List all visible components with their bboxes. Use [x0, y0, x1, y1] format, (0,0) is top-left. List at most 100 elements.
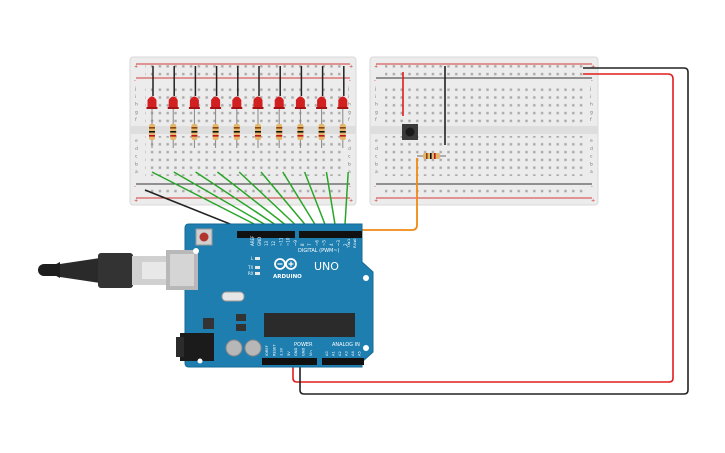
- power-pin-label: IOREF: [265, 345, 269, 356]
- model-label: UNO: [314, 260, 339, 273]
- atmega-chip: [264, 313, 355, 337]
- analog-pin-label: A0: [325, 351, 329, 356]
- button-input-wire: [352, 158, 418, 231]
- row-label: e: [135, 139, 138, 144]
- usb-cable: [38, 253, 166, 288]
- signal-wires: [151, 171, 349, 229]
- digital-header-right: [299, 231, 362, 238]
- led-l-label: L: [251, 256, 254, 261]
- aref-label: AREF: [250, 235, 255, 246]
- row-label: f: [590, 117, 592, 123]
- rail-sign: -: [374, 184, 376, 190]
- row-label: g: [375, 110, 378, 115]
- row-label: g: [348, 110, 351, 115]
- row-label: b: [135, 161, 138, 167]
- led: [337, 96, 349, 109]
- rail-sign: +: [134, 198, 138, 204]
- led: [167, 96, 179, 109]
- signal-wire: [282, 171, 318, 229]
- rail-sign: +: [374, 64, 378, 70]
- analog-header: [322, 358, 364, 365]
- row-label: h: [348, 102, 351, 108]
- digital-pin-label: ~6: [314, 240, 319, 246]
- led-array: [146, 66, 349, 148]
- rail-sign: -: [134, 184, 136, 190]
- row-label: d: [135, 146, 138, 152]
- analog-label: ANALOG IN: [332, 342, 360, 348]
- rail-sign: -: [374, 78, 376, 84]
- resistor: [149, 109, 155, 148]
- resistor: [339, 109, 346, 148]
- row-label: j: [374, 86, 376, 92]
- signal-wire: [344, 171, 349, 229]
- rail-sign: +: [349, 64, 353, 70]
- analog-pin-label: A1: [332, 351, 336, 356]
- row-label: a: [590, 170, 593, 175]
- signal-wire: [303, 171, 328, 229]
- digital-pin-label: 2: [343, 243, 348, 246]
- power-pin-label: Vin: [309, 350, 313, 356]
- ground-wire-right: [299, 67, 689, 395]
- rail-sign: +: [591, 198, 595, 204]
- pulldown-resistor: [417, 153, 446, 159]
- status-leds: L TX RX: [247, 256, 260, 276]
- row-label: d: [375, 146, 378, 152]
- row-label: j: [347, 86, 349, 92]
- row-label: e: [348, 139, 351, 144]
- rail-sign: -: [591, 184, 593, 190]
- led-rx-label: RX: [248, 271, 254, 276]
- led-tx-label: TX: [247, 265, 253, 270]
- analog-pin-label: A4: [351, 351, 355, 356]
- rx-pin-label: RX◂0: [352, 238, 357, 248]
- resistor: [212, 109, 219, 148]
- digital-label: DIGITAL (PWM~): [298, 248, 340, 254]
- row-label: g: [135, 110, 138, 115]
- row-label: c: [375, 155, 378, 160]
- power-header: [262, 358, 317, 365]
- brand-label: ARDUINO: [273, 274, 302, 280]
- push-button[interactable]: [402, 124, 418, 140]
- row-label: a: [348, 170, 351, 175]
- rail-sign: -: [349, 78, 351, 84]
- power-pin-label: GND: [294, 348, 298, 356]
- arduino-logo: [274, 258, 297, 270]
- rail-sign: +: [134, 64, 138, 70]
- row-label: e: [590, 139, 593, 144]
- row-label: i: [135, 94, 136, 100]
- resistor: [276, 109, 283, 148]
- led: [188, 96, 200, 109]
- row-label: f: [135, 117, 137, 123]
- signal-wire: [195, 171, 281, 229]
- led: [273, 96, 285, 109]
- power-label: POWER: [294, 342, 313, 348]
- led: [252, 96, 264, 109]
- resistor: [233, 109, 240, 148]
- signal-wire: [238, 171, 300, 229]
- row-label: b: [375, 161, 378, 167]
- digital-pin-label: 8: [300, 243, 305, 246]
- row-label: g: [590, 110, 593, 115]
- gnd-label: GND: [257, 237, 262, 246]
- digital-pin-label: 7: [307, 243, 312, 246]
- row-label: c: [135, 155, 138, 160]
- row-label: e: [375, 139, 378, 144]
- rail-sign: +: [349, 198, 353, 204]
- row-label: i: [375, 94, 376, 100]
- rail-sign: -: [349, 184, 351, 190]
- power-pin-label: GND: [302, 348, 306, 356]
- digital-pin-label: ~5: [322, 240, 327, 246]
- power-jack: [176, 333, 214, 361]
- power-pin-label: RESET: [272, 344, 276, 356]
- digital-pin-label: 13: [264, 240, 269, 246]
- resistor: [170, 109, 177, 148]
- row-label: b: [348, 161, 351, 167]
- resistor: [191, 109, 198, 148]
- signal-wire: [325, 171, 337, 229]
- resistor: [255, 109, 261, 148]
- resistor: [297, 109, 304, 148]
- row-label: i: [348, 94, 349, 100]
- digital-pin-label: ~10: [286, 237, 291, 246]
